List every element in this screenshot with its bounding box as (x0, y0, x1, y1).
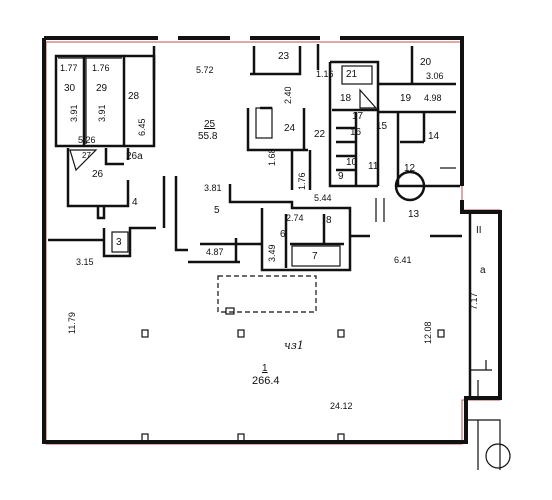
room-1-number: 1 (262, 363, 268, 374)
room-6-length: 3.49 (267, 244, 277, 262)
room-5-number: 5 (214, 205, 220, 216)
dim-1208: 12.08 (423, 321, 433, 344)
stamp-label: чз1 (284, 339, 304, 352)
room-22-length: 2.40 (283, 86, 293, 104)
room-24-number: 24 (284, 123, 296, 134)
room-30-length: 3.91 (69, 104, 79, 122)
room-6-width: 2.74 (286, 213, 304, 223)
room-30-width: 1.77 (60, 63, 78, 73)
room-15-number: 15 (376, 121, 388, 132)
room-6-number: 6 (280, 229, 286, 240)
room-26-number: 26 (92, 169, 104, 180)
room-26-width: 5.26 (78, 135, 96, 145)
room-29-length: 3.91 (97, 104, 107, 122)
outer-walls (42, 36, 502, 444)
room-3-number: 3 (116, 237, 122, 248)
rooms-25-24 (188, 44, 352, 272)
room-5-width: 3.81 (204, 183, 222, 193)
hall-details (141, 198, 511, 470)
room-22-number: 22 (314, 129, 326, 140)
room-18-number: 18 (340, 93, 352, 104)
room-1-width: 24.12 (330, 401, 353, 411)
room-9-number: 9 (338, 171, 344, 182)
room-27-number: 27 (82, 151, 91, 160)
room-23-number: 23 (278, 51, 290, 62)
room-20-width: 3.06 (426, 71, 444, 81)
room-20-number: 20 (420, 57, 432, 68)
room-7-number: 7 (312, 251, 318, 262)
dim-168: 1.68 (267, 148, 277, 166)
room-13-number: 13 (408, 209, 420, 220)
room-1-area: 266.4 (252, 375, 280, 387)
room-10-number: 10 (346, 157, 358, 168)
room-29-number: 29 (96, 83, 108, 94)
dim-544: 5.44 (314, 193, 332, 203)
dim-641: 6.41 (394, 255, 412, 265)
room-16-number: 16 (350, 127, 362, 138)
room-28-number: 28 (128, 91, 140, 102)
dim-487: 4.87 (206, 247, 224, 257)
room-26a-number: 26а (126, 151, 143, 162)
room-14-number: 14 (428, 131, 440, 142)
room-21-number: 21 (346, 69, 358, 80)
dim-176: 1.76 (297, 172, 307, 190)
room-a-length: 7.17 (469, 292, 479, 310)
room-a-number: а (480, 265, 486, 276)
room-II-number: II (476, 225, 482, 236)
room-19-number: 19 (400, 93, 412, 104)
room-25-width: 5.72 (196, 65, 214, 75)
room-17-number: 17 (352, 111, 364, 122)
dashed-opening (217, 275, 317, 313)
room-3-width: 3.15 (76, 257, 94, 267)
room-4-number: 4 (132, 197, 138, 208)
room-1-length: 11.79 (67, 312, 77, 334)
room-19-width: 4.98 (424, 93, 442, 103)
room-21-width: 1.16 (316, 69, 334, 79)
room-25-area: 55.8 (198, 131, 218, 142)
rooms-27-26 (66, 148, 130, 220)
room-28-length: 6.45 (137, 118, 147, 136)
rooms-21-9-services (328, 46, 460, 202)
room-30-number: 30 (64, 83, 76, 94)
room-8-number: 8 (326, 215, 332, 226)
rooms-4-3-2 (48, 176, 188, 258)
room-29-width: 1.76 (92, 63, 110, 73)
room-12-number: 12 (404, 163, 416, 174)
room-11-number: 11 (368, 161, 379, 172)
room-25-number: 25 (204, 119, 216, 130)
rooms-30-29-28 (54, 46, 156, 148)
